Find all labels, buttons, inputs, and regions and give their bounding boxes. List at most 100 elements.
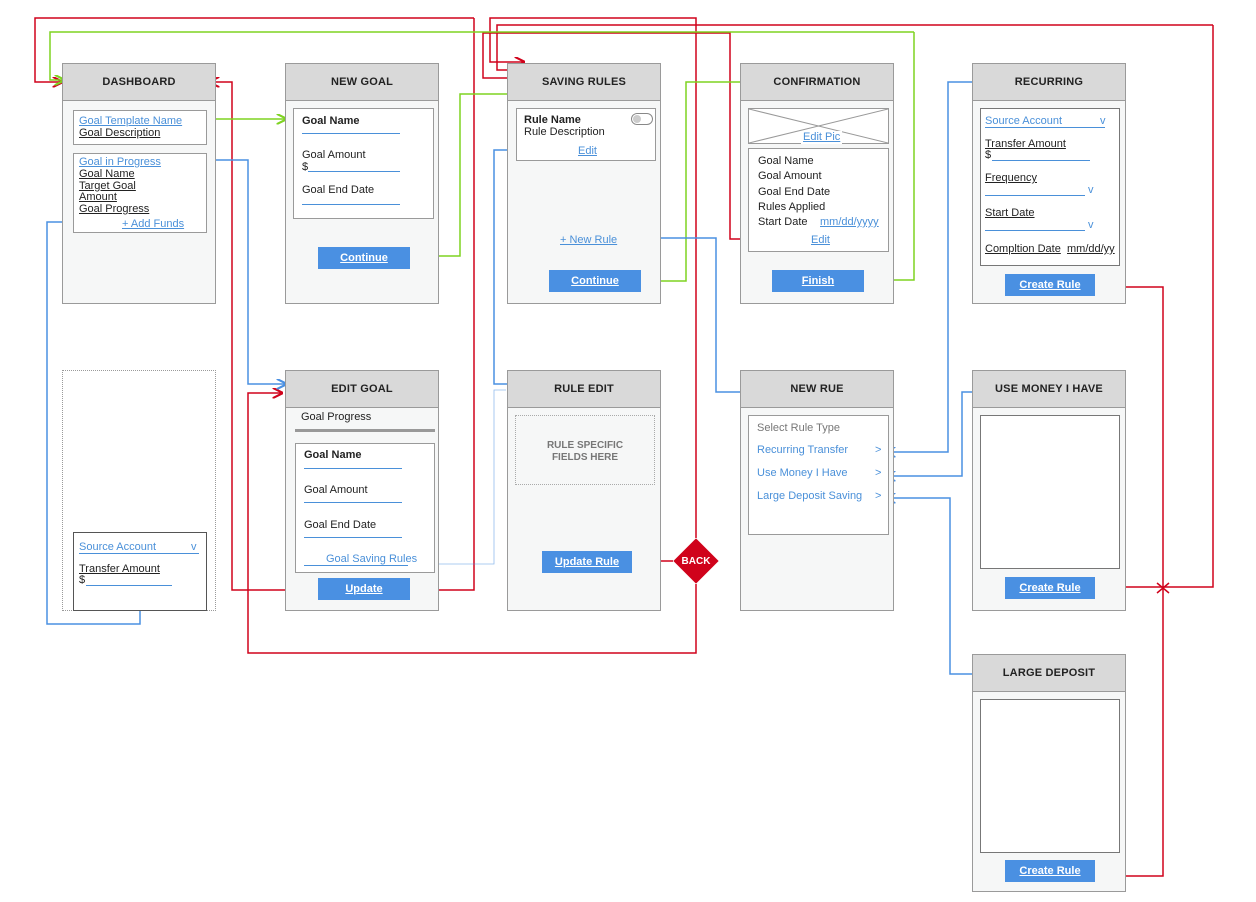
back-label: BACK (681, 555, 711, 567)
rule-edit-title: RULE EDIT (508, 371, 660, 408)
goal-amount-label: Goal Amount (302, 149, 366, 161)
image-placeholder[interactable]: Edit Pic (748, 108, 889, 144)
recurring-screen: RECURRING Source Account v Transfer Amou… (972, 63, 1126, 304)
goal-saving-rules-link[interactable]: Goal Saving Rules (326, 553, 418, 565)
large-deposit-title: LARGE DEPOSIT (973, 655, 1125, 692)
transfer-amount-label: Transfer Amount (79, 563, 160, 575)
new-rule-link[interactable]: + New Rule (560, 234, 618, 246)
dollar-sign: $ (985, 149, 992, 161)
goal-in-progress-card[interactable]: Goal in Progress Goal Name Target Goal A… (73, 153, 207, 233)
goal-in-progress-link[interactable]: Goal in Progress (79, 156, 161, 168)
start-date-label: Start Date (758, 216, 808, 228)
source-underline (985, 127, 1105, 128)
recurring-form: Source Account v Transfer Amount $ Frequ… (980, 108, 1120, 266)
source-dropdown-icon[interactable]: v (1100, 115, 1106, 127)
goal-name: Goal Name (758, 155, 814, 167)
new-rule-title: NEW RUE (741, 371, 893, 408)
goal-template-name-link[interactable]: Goal Template Name (79, 115, 183, 127)
goal-end-date-label: Goal End Date (304, 519, 377, 531)
goal-name-input[interactable] (302, 133, 400, 134)
rule-card[interactable]: Rule Name Rule Description Edit (516, 108, 656, 161)
new-goal-title: NEW GOAL (286, 64, 438, 101)
start-date-value[interactable]: mm/dd/yyyy (820, 216, 879, 228)
new-goal-screen: NEW GOAL Goal Name Goal Amount $ Goal En… (285, 63, 439, 304)
dashboard-screen: DASHBOARD Goal Template Name Goal Descri… (62, 63, 216, 304)
large-deposit-screen: LARGE DEPOSIT Create Rule (972, 654, 1126, 892)
flow-recurring (886, 82, 986, 452)
goal-progress-bar (295, 429, 435, 432)
placeholder-line-2: FIELDS HERE (551, 452, 619, 463)
transfer-amount-input[interactable] (86, 585, 172, 586)
start-date-label: Start Date (985, 207, 1035, 219)
use-money-option[interactable]: Use Money I Have > (757, 467, 885, 481)
goal-amount-input[interactable] (304, 502, 402, 503)
completion-date-value[interactable]: mm/dd/yy (1067, 243, 1115, 255)
rule-type-list: Select Rule Type Recurring Transfer > Us… (748, 415, 889, 535)
frequency-dropdown-icon[interactable]: v (1088, 184, 1094, 196)
goal-progress-label: Goal Progress (301, 411, 372, 423)
goal-summary-card: Goal Name Goal Amount Goal End Date Rule… (748, 148, 889, 252)
dollar-sign: $ (79, 574, 86, 586)
image-placeholder-icon (749, 109, 888, 143)
edit-goal-screen: EDIT GOAL Goal Progress Goal Name Goal A… (285, 370, 439, 611)
goal-progress: Goal Progress (79, 203, 150, 215)
add-funds-screen: Source Account v Transfer Amount $ (62, 370, 216, 611)
rule-fields-placeholder: RULE SPECIFIC FIELDS HERE (515, 415, 655, 485)
confirmation-title: CONFIRMATION (741, 64, 893, 101)
flow-top-green (49, 31, 914, 80)
start-date-dropdown-icon[interactable]: v (1088, 219, 1094, 231)
recurring-transfer-option[interactable]: Recurring Transfer > (757, 444, 885, 458)
recurring-title: RECURRING (973, 64, 1125, 101)
rule-toggle[interactable] (631, 113, 653, 125)
create-rule-button[interactable]: Create Rule (1005, 860, 1095, 882)
create-rule-button[interactable]: Create Rule (1005, 274, 1095, 296)
update-rule-button[interactable]: Update Rule (542, 551, 632, 573)
edit-rule-link[interactable]: Edit (578, 145, 597, 157)
update-button[interactable]: Update (318, 578, 410, 600)
rule-name: Rule Name (524, 114, 581, 126)
source-account-select[interactable]: Source Account (79, 541, 157, 553)
flow-use-money (886, 392, 986, 476)
use-money-screen: USE MONEY I HAVE Create Rule (972, 370, 1126, 611)
use-money-title: USE MONEY I HAVE (973, 371, 1125, 408)
flow-top-to-dashboard (34, 17, 474, 82)
finish-button[interactable]: Finish (772, 270, 864, 292)
flow-back-loop (247, 393, 697, 654)
goal-amount-input[interactable] (308, 171, 400, 172)
flow-cross-tick (1156, 582, 1170, 594)
back-diamond[interactable]: BACK (673, 538, 719, 584)
chevron-right-icon: > (875, 467, 882, 479)
add-funds-card: Source Account v Transfer Amount $ (73, 532, 207, 611)
new-rule-screen: NEW RUE Select Rule Type Recurring Trans… (740, 370, 894, 611)
source-account-select[interactable]: Source Account (985, 115, 1063, 127)
goal-name-label: Goal Name (304, 449, 362, 461)
edit-pic-link[interactable]: Edit Pic (801, 131, 843, 144)
flow-right-column (1110, 25, 1214, 587)
start-date-select[interactable] (985, 230, 1085, 231)
add-funds-link[interactable]: + Add Funds (122, 218, 185, 230)
continue-button[interactable]: Continue (318, 247, 410, 269)
transfer-amount-input[interactable] (992, 160, 1090, 161)
flow-new-rule (616, 238, 760, 392)
goal-end-date-input[interactable] (304, 537, 402, 538)
goal-end-date: Goal End Date (758, 186, 831, 198)
goal-template-card[interactable]: Goal Template Name Goal Description (73, 110, 207, 145)
select-rule-type-label: Select Rule Type (757, 422, 840, 434)
goal-amount-label: Goal Amount (304, 484, 368, 496)
rules-applied: Rules Applied (758, 201, 826, 213)
large-deposit-content (980, 699, 1120, 853)
source-dropdown-icon[interactable]: v (191, 541, 197, 553)
create-rule-button[interactable]: Create Rule (1005, 577, 1095, 599)
target-goal: Target Goal (79, 180, 136, 192)
rule-description: Rule Description (524, 126, 605, 138)
edit-link[interactable]: Edit (811, 234, 830, 246)
goal-name-input[interactable] (304, 468, 402, 469)
goal-name: Goal Name (79, 168, 135, 180)
frequency-select[interactable] (985, 195, 1085, 196)
large-deposit-option[interactable]: Large Deposit Saving > (757, 490, 885, 504)
recurring-transfer-label: Recurring Transfer (757, 444, 849, 456)
flow-large-deposit (886, 498, 986, 674)
goal-end-date-input[interactable] (302, 204, 400, 205)
continue-button[interactable]: Continue (549, 270, 641, 292)
goal-saving-rules-underline (304, 565, 408, 566)
